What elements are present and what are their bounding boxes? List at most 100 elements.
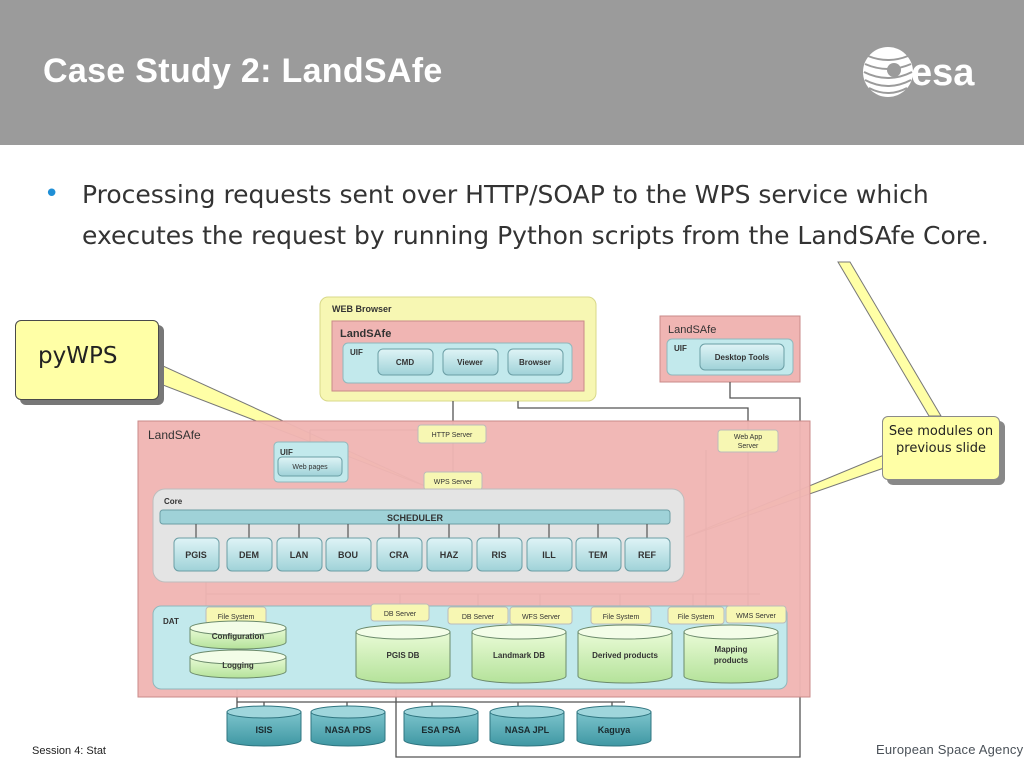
server-box-3 [509, 606, 573, 625]
module-lan-box [276, 537, 323, 572]
bullet-dot-icon: • [44, 179, 60, 209]
module-pgis-box [173, 537, 220, 572]
slide-title: Case Study 2: LandSAfe [43, 52, 443, 90]
module-ill-label: ILL [542, 550, 556, 560]
external-db-0: ISIS [226, 705, 302, 747]
module-dem-label: DEM [239, 550, 259, 560]
desktop-uif-label: UIF [674, 344, 687, 353]
module-lan-label: LAN [290, 550, 309, 560]
store-configuration-label: Configuration [212, 632, 265, 641]
server-label-5: File System [678, 614, 715, 621]
store-landmark-db: Landmark DB [471, 624, 567, 684]
module-bou-box [325, 537, 372, 572]
esa-logo-text: esa [911, 52, 975, 94]
footer-session: Session 4: Stat [32, 745, 106, 757]
browser-label: Browser [519, 358, 551, 367]
external-db-3-label: NASA JPL [505, 725, 550, 735]
web-pages-button [277, 456, 343, 477]
footer-agency: European Space Agency [876, 742, 1024, 757]
web-browser-uif-label: UIF [350, 348, 363, 357]
server-box-1 [370, 603, 430, 622]
modules-callout: See modules on previous slide [882, 416, 1000, 480]
web-browser-app-label: LandSAfe [340, 328, 391, 340]
web-app-server-box [717, 429, 779, 453]
module-cra-box [376, 537, 423, 572]
module-cra-label: CRA [389, 550, 409, 560]
scheduler-label: SCHEDULER [387, 513, 444, 523]
slide-header [0, 0, 1024, 145]
module-haz-label: HAZ [440, 550, 459, 560]
uif-web-label: UIF [280, 448, 293, 457]
modules-callout-text: See modules on previous slide [888, 424, 994, 456]
external-db-1: NASA PDS [310, 705, 386, 747]
store-derived-products: Derived products [577, 624, 673, 684]
module-bou-label: BOU [338, 550, 358, 560]
module-ill-box [526, 537, 573, 572]
external-db-1-label: NASA PDS [325, 725, 371, 735]
server-box-5 [667, 606, 725, 625]
wps-server-label: WPS Server [434, 479, 473, 486]
desktop-tools-label: Desktop Tools [715, 353, 770, 362]
store-landmark-db-label: Landmark DB [493, 651, 545, 660]
server-box-6 [725, 605, 787, 624]
external-databases: ISIS NASA PDS ESA PSA NASA JPL Kaguya [226, 705, 652, 747]
external-db-4: Kaguya [576, 705, 652, 747]
pywps-callout: pyWPS [15, 320, 159, 400]
core-modules: PGIS DEM LAN BOU CRA HAZ RIS ILL TEM REF [173, 524, 671, 572]
server-label-2: DB Server [462, 614, 495, 621]
desktop-title: LandSAfe [668, 324, 716, 336]
external-db-4-label: Kaguya [598, 725, 632, 735]
module-ref-box [624, 537, 671, 572]
server-box-4 [590, 606, 652, 625]
esa-logo: esa [863, 47, 975, 97]
external-db-2-label: ESA PSA [421, 725, 461, 735]
server-label-0: File System [218, 614, 255, 621]
module-haz-box [426, 537, 473, 572]
server-label-3: WFS Server [522, 614, 561, 621]
store-logging-label: Logging [222, 661, 254, 670]
server-label-1: DB Server [384, 611, 417, 618]
module-pgis-label: PGIS [185, 550, 207, 560]
module-ref-label: REF [638, 550, 657, 560]
module-dem-box [226, 537, 273, 572]
store-logging: Logging [189, 649, 287, 679]
main-panel-title: LandSAfe [148, 428, 201, 442]
dat-servers: File System DB Server DB Server WFS Server F… [205, 603, 787, 625]
store-derived-products-label: Derived products [592, 651, 658, 660]
server-box-2 [447, 606, 509, 625]
core-label: Core [164, 497, 183, 506]
scheduler-bar [159, 509, 671, 525]
viewer-button [442, 348, 499, 376]
desktop-tools-button [699, 343, 785, 371]
web-pages-label: Web pages [292, 464, 328, 471]
module-tem-box [575, 537, 622, 572]
browser-button [507, 348, 564, 376]
server-label-4: File System [603, 614, 640, 621]
external-db-2: ESA PSA [403, 705, 479, 747]
cmd-button [377, 348, 434, 376]
store-pgis-db: PGIS DB [355, 624, 451, 684]
esa-logo-globe-icon [863, 47, 913, 97]
dat-label: DAT [163, 617, 179, 626]
web-browser-title: WEB Browser [332, 304, 392, 314]
http-server-box [417, 424, 487, 444]
bullet-text: Processing requests sent over HTTP/SOAP … [82, 180, 989, 250]
http-server-label: HTTP Server [432, 432, 473, 439]
server-label-6: WMS Server [736, 613, 776, 620]
cmd-label: CMD [396, 358, 414, 367]
store-pgis-db-label: PGIS DB [387, 651, 420, 660]
web-browser-panel: WEB Browser LandSAfe UIF CMD Viewer Brow… [319, 296, 597, 402]
store-configuration: Configuration [189, 620, 287, 650]
external-db-0-label: ISIS [255, 725, 272, 735]
module-tem-label: TEM [589, 550, 608, 560]
viewer-label: Viewer [457, 358, 483, 367]
module-ris-label: RIS [491, 550, 506, 560]
module-ris-box [476, 537, 523, 572]
pywps-callout-text: pyWPS [38, 343, 118, 369]
